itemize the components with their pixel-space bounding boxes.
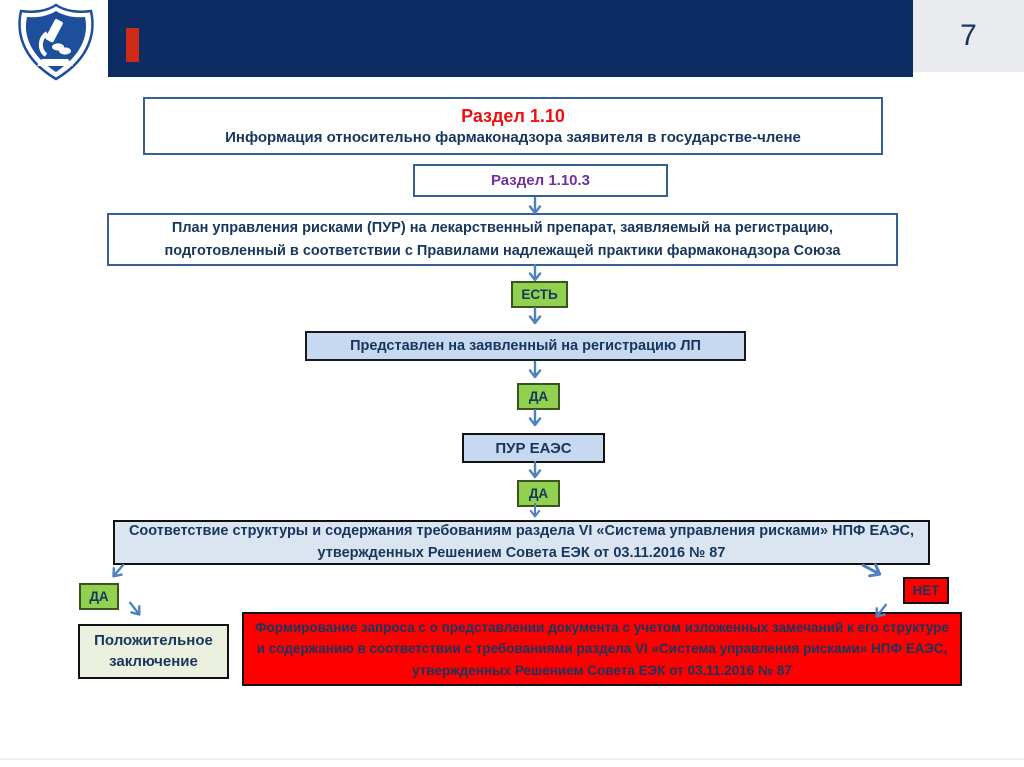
yes-box-2: ДА xyxy=(517,480,560,507)
arrow-down-icon xyxy=(527,461,543,479)
arrow-down-left-icon xyxy=(106,559,130,583)
exists-box: ЕСТЬ xyxy=(511,281,568,308)
yes-box-1: ДА xyxy=(517,383,560,410)
pur-eaes-box: ПУР ЕАЭС xyxy=(462,433,605,463)
arrow-down-icon xyxy=(527,409,543,427)
positive-conclusion-box: Положительное заключение xyxy=(78,624,229,679)
header-accent-mark xyxy=(126,28,139,62)
arrow-right-down-icon xyxy=(857,556,888,585)
arrow-down-right-icon xyxy=(123,597,147,621)
title-description: Информация относительно фармаконадзора з… xyxy=(225,128,801,146)
microscope-shield-logo-icon xyxy=(12,2,100,82)
header-bar xyxy=(108,0,913,77)
page-number: 7 xyxy=(913,0,1024,72)
arrow-down-icon xyxy=(527,197,543,215)
request-formation-box: Формирование запроса с о представлении д… xyxy=(242,612,962,686)
title-section-number: Раздел 1.10 xyxy=(461,105,565,126)
risk-management-plan-box: План управления рисками (ПУР) на лекарст… xyxy=(107,213,898,266)
subsection-box: Раздел 1.10.3 xyxy=(413,164,668,197)
submitted-box: Представлен на заявленный на регистрацию… xyxy=(305,331,746,361)
compliance-box: Соответствие структуры и содержания треб… xyxy=(113,520,930,565)
arrow-down-icon xyxy=(527,361,543,379)
arrow-down-icon xyxy=(527,503,543,518)
yes-box-3: ДА xyxy=(79,583,119,610)
arrow-down-left-icon xyxy=(869,599,893,623)
arrow-down-icon xyxy=(527,264,543,282)
title-box: Раздел 1.10 Информация относительно фарм… xyxy=(143,97,883,155)
arrow-down-icon xyxy=(527,307,543,325)
bottom-divider xyxy=(0,758,1024,760)
no-box: НЕТ xyxy=(903,577,949,604)
